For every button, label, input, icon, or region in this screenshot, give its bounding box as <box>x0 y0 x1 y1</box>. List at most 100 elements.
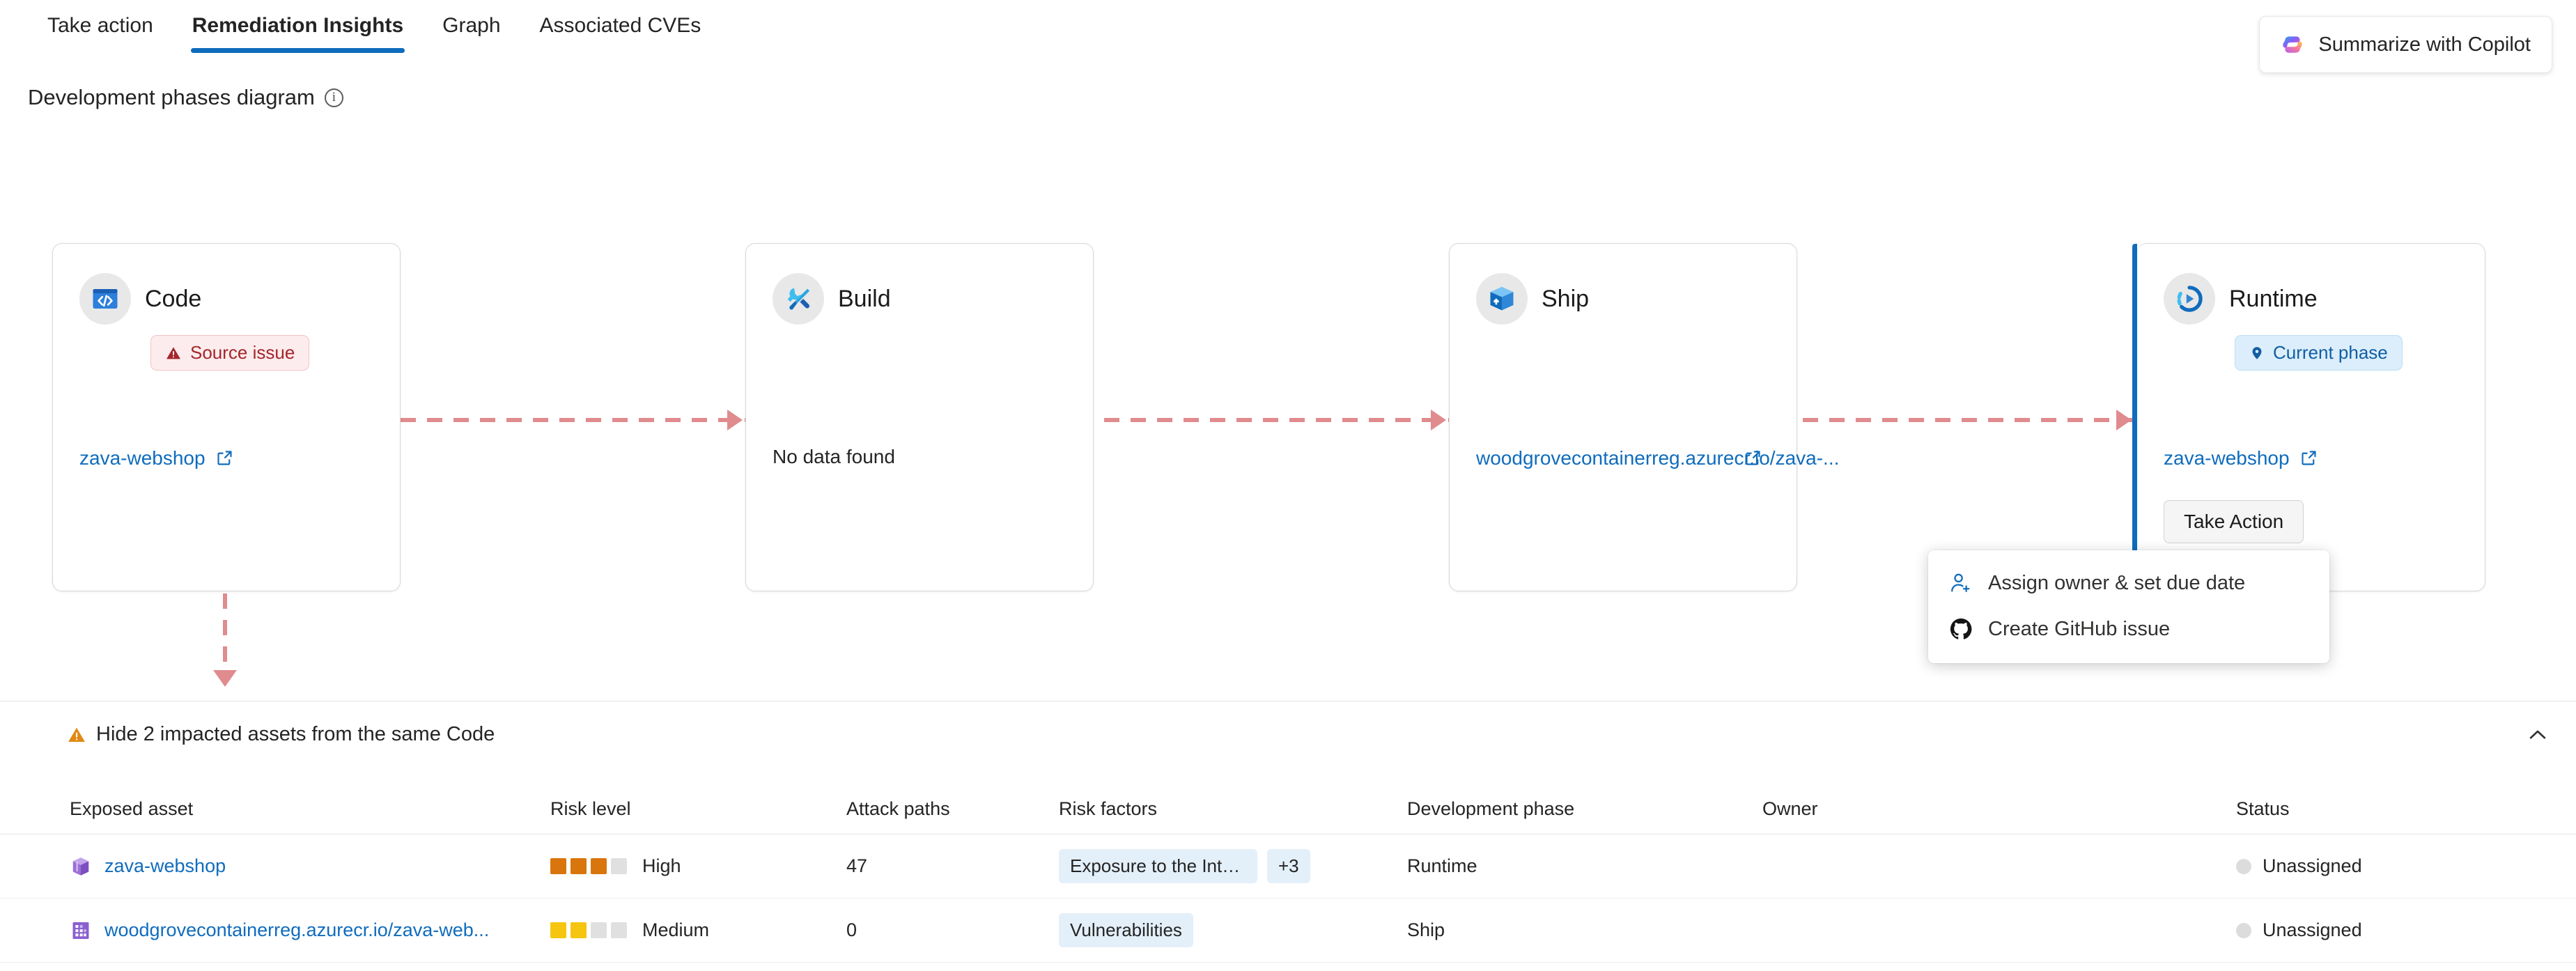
cell-status: Unassigned <box>2236 834 2515 898</box>
status-badge-source-issue: Source issue <box>150 335 310 371</box>
column-header-exposed-asset[interactable]: Exposed asset <box>70 798 194 819</box>
tab-graph[interactable]: Graph <box>442 14 501 37</box>
risk-level-label: High <box>642 855 681 876</box>
copilot-icon <box>2281 33 2304 56</box>
container-registry-icon <box>70 919 92 942</box>
code-window-icon <box>79 273 131 325</box>
connector-ship-to-runtime <box>1803 418 2134 422</box>
menu-item-create-github-issue[interactable]: Create GitHub issue <box>1928 606 2329 652</box>
cell-development-phase: Ship <box>1407 919 1445 940</box>
person-add-icon <box>1949 571 1973 595</box>
phase-link-code[interactable]: zava-webshop <box>79 446 373 472</box>
cube-icon <box>70 855 92 878</box>
phase-title-build: Build <box>838 285 891 312</box>
page-title: Development phases diagram <box>28 85 315 109</box>
tab-remediation-insights[interactable]: Remediation Insights <box>173 0 423 53</box>
cell-risk-factors: Exposure to the Inter... +3 <box>1059 834 1407 898</box>
risk-factor-chip[interactable]: Vulnerabilities <box>1059 913 1193 947</box>
tab-bar: Take action Remediation Insights Graph A… <box>0 0 2576 60</box>
exposed-assets-table: Exposed asset Risk level Attack paths Ri… <box>0 784 2576 963</box>
status-label: Unassigned <box>2263 919 2362 940</box>
connector-build-to-ship <box>1104 418 1449 422</box>
assets-toggle[interactable]: Hide 2 impacted assets from the same Cod… <box>67 723 495 746</box>
cell-owner <box>1762 899 2236 962</box>
source-issue-label: Source issue <box>190 342 295 363</box>
cell-attack-paths: 47 <box>846 855 868 876</box>
status-dot-icon <box>2236 922 2251 938</box>
column-header-development-phase[interactable]: Development phase <box>1407 798 1575 819</box>
info-icon[interactable]: i <box>324 88 343 107</box>
current-phase-label: Current phase <box>2273 342 2388 363</box>
chevron-up-icon[interactable] <box>2526 723 2550 750</box>
menu-item-label: Create GitHub issue <box>1988 617 2171 640</box>
phase-card-header-runtime: Runtime <box>2164 273 2318 325</box>
status-badge-current-phase: Current phase <box>2235 335 2403 371</box>
phase-card-ship[interactable]: Ship woodgrovecontainerreg.azurecr.io/za… <box>1449 243 1840 591</box>
phase-link-label-runtime: zava-webshop <box>2164 447 2290 469</box>
asset-link[interactable]: zava-webshop <box>104 855 226 876</box>
location-pin-icon <box>2249 345 2265 361</box>
table-row[interactable]: woodgrovecontainerreg.azurecr.io/zava-we… <box>0 899 2576 963</box>
tab-associated-cves[interactable]: Associated CVEs <box>539 14 701 37</box>
risk-factor-more-badge[interactable]: +3 <box>1267 849 1310 883</box>
cell-owner <box>1762 834 2236 898</box>
summarize-with-copilot-button[interactable]: Summarize with Copilot <box>2259 16 2552 73</box>
phase-link-ship[interactable]: woodgrovecontainerreg.azurecr.io/zava-..… <box>1476 446 1840 472</box>
phase-card-code[interactable]: Code Source issue zava-webshop <box>52 243 401 591</box>
current-phase-accent-bar <box>2132 244 2137 591</box>
external-link-icon <box>215 449 234 467</box>
phase-empty-state-build: No data found <box>773 446 895 467</box>
phase-badge-row-code: Source issue <box>150 335 310 371</box>
column-header-status[interactable]: Status <box>2236 798 2290 819</box>
column-header-owner[interactable]: Owner <box>1762 798 1818 819</box>
external-link-icon <box>1744 449 1762 467</box>
table-header-row: Exposed asset Risk level Attack paths Ri… <box>0 784 2576 834</box>
cell-attack-paths: 0 <box>846 919 858 940</box>
tab-take-action[interactable]: Take action <box>47 14 153 37</box>
phase-badge-row-runtime: Current phase <box>2235 335 2403 371</box>
phase-card-header-code: Code <box>79 273 201 325</box>
risk-factor-chip[interactable]: Exposure to the Inter... <box>1059 849 1257 883</box>
connector-arrow-ship <box>1431 410 1446 430</box>
cell-exposed-asset: woodgrovecontainerreg.azurecr.io/zava-we… <box>0 899 550 962</box>
phase-card-header-ship: Ship <box>1476 273 1589 325</box>
menu-item-assign-owner[interactable]: Assign owner & set due date <box>1928 560 2329 606</box>
phase-title-runtime: Runtime <box>2229 285 2318 312</box>
status-label: Unassigned <box>2263 855 2362 876</box>
risk-level-indicator <box>550 858 627 874</box>
tools-icon <box>773 273 824 325</box>
risk-level-indicator <box>550 922 627 938</box>
package-box-icon <box>1476 273 1528 325</box>
phase-card-runtime[interactable]: Runtime Current phase zava-webshop <box>2132 243 2485 591</box>
connector-arrow-build <box>727 410 743 430</box>
phase-title-ship: Ship <box>1542 285 1590 312</box>
take-action-button[interactable]: Take Action <box>2164 500 2304 543</box>
github-icon <box>1949 617 1973 641</box>
connector-arrow-assets <box>213 670 237 687</box>
phase-title-code: Code <box>145 285 202 312</box>
status-dot-icon <box>2236 858 2251 874</box>
runtime-play-icon <box>2164 273 2215 325</box>
asset-link[interactable]: woodgrovecontainerreg.azurecr.io/zava-we… <box>104 919 490 940</box>
phase-card-build[interactable]: Build No data found <box>745 243 1094 591</box>
column-header-risk-factors[interactable]: Risk factors <box>1059 798 1158 819</box>
assets-toggle-label: Hide 2 impacted assets from the same Cod… <box>96 723 495 745</box>
external-link-icon <box>2299 449 2318 467</box>
cell-development-phase: Runtime <box>1407 855 1477 876</box>
table-row[interactable]: zava-webshop High 47 Exposure to the Int… <box>0 834 2576 899</box>
cell-risk-level: High <box>550 834 846 898</box>
cell-exposed-asset: zava-webshop <box>0 834 550 898</box>
risk-level-label: Medium <box>642 919 710 940</box>
connector-code-to-build <box>401 418 745 422</box>
column-header-risk-level[interactable]: Risk level <box>550 798 631 819</box>
cell-risk-level: Medium <box>550 899 846 962</box>
phase-link-runtime[interactable]: zava-webshop <box>2164 446 2458 472</box>
section-header: Development phases diagram i <box>28 85 343 110</box>
phase-link-label-ship: woodgrovecontainerreg.azurecr.io/zava-..… <box>1476 447 1840 469</box>
warning-triangle-icon <box>165 345 182 362</box>
warning-triangle-icon <box>67 725 86 745</box>
connector-arrow-runtime <box>2116 410 2132 430</box>
column-header-attack-paths[interactable]: Attack paths <box>846 798 950 819</box>
menu-item-label: Assign owner & set due date <box>1988 571 2246 594</box>
